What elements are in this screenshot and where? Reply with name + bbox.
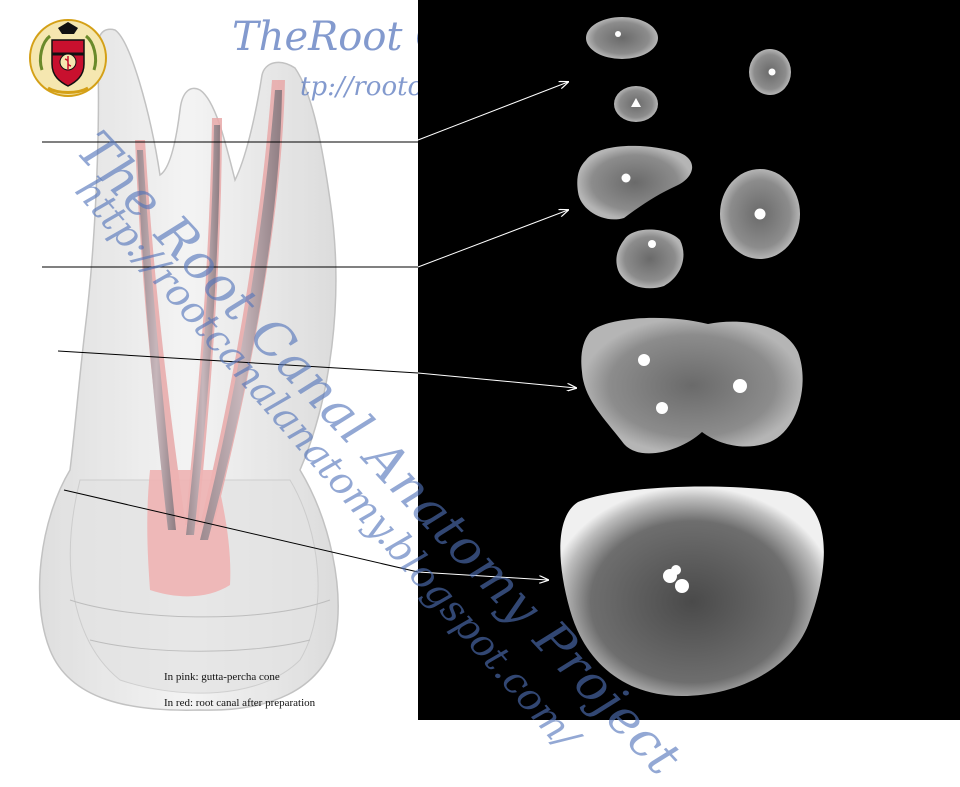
ct-slice-3-canal-b — [733, 379, 747, 393]
tooth-base-contour — [69, 599, 331, 652]
ct-slice-4-root-trunk — [560, 486, 824, 696]
ct-slice-2-root-a — [577, 145, 693, 220]
gutta-percha-cone-2 — [186, 125, 220, 535]
blog-header-title: TheRoot C — [232, 14, 418, 60]
ct-slice-1-canal-c — [631, 98, 641, 107]
ct-slice-2-canal-a — [621, 173, 631, 183]
blog-header-url: tp://rooto — [300, 72, 418, 102]
root-canal-palatal — [200, 80, 285, 525]
ct-slice-2-root-c — [616, 229, 684, 289]
legend-root-canal: In red: root canal after preparation — [164, 697, 316, 709]
ct-slice-3-root-fused — [581, 317, 803, 454]
ct-slice-1-root-a — [586, 17, 658, 59]
ct-slice-1-canal-a — [615, 31, 621, 37]
gutta-percha-cone-3 — [200, 90, 282, 540]
legend-gutta-percha: In pink: gutta-percha cone — [164, 671, 280, 683]
ct-cross-sections — [560, 17, 824, 696]
ct-slice-4-canal-b — [675, 579, 689, 593]
ct-slice-3-canal-c — [656, 402, 668, 414]
gutta-percha-cone-1 — [137, 150, 176, 530]
ct-slice-1-canal-b — [768, 68, 776, 76]
caduceus-shield-emblem-icon — [29, 19, 107, 97]
ct-slice-4-canal-c — [671, 565, 681, 575]
ct-slice-2-canal-b — [754, 208, 766, 220]
ct-slice-2-canal-c — [648, 240, 656, 248]
ct-slice-3-canal-a — [638, 354, 650, 366]
